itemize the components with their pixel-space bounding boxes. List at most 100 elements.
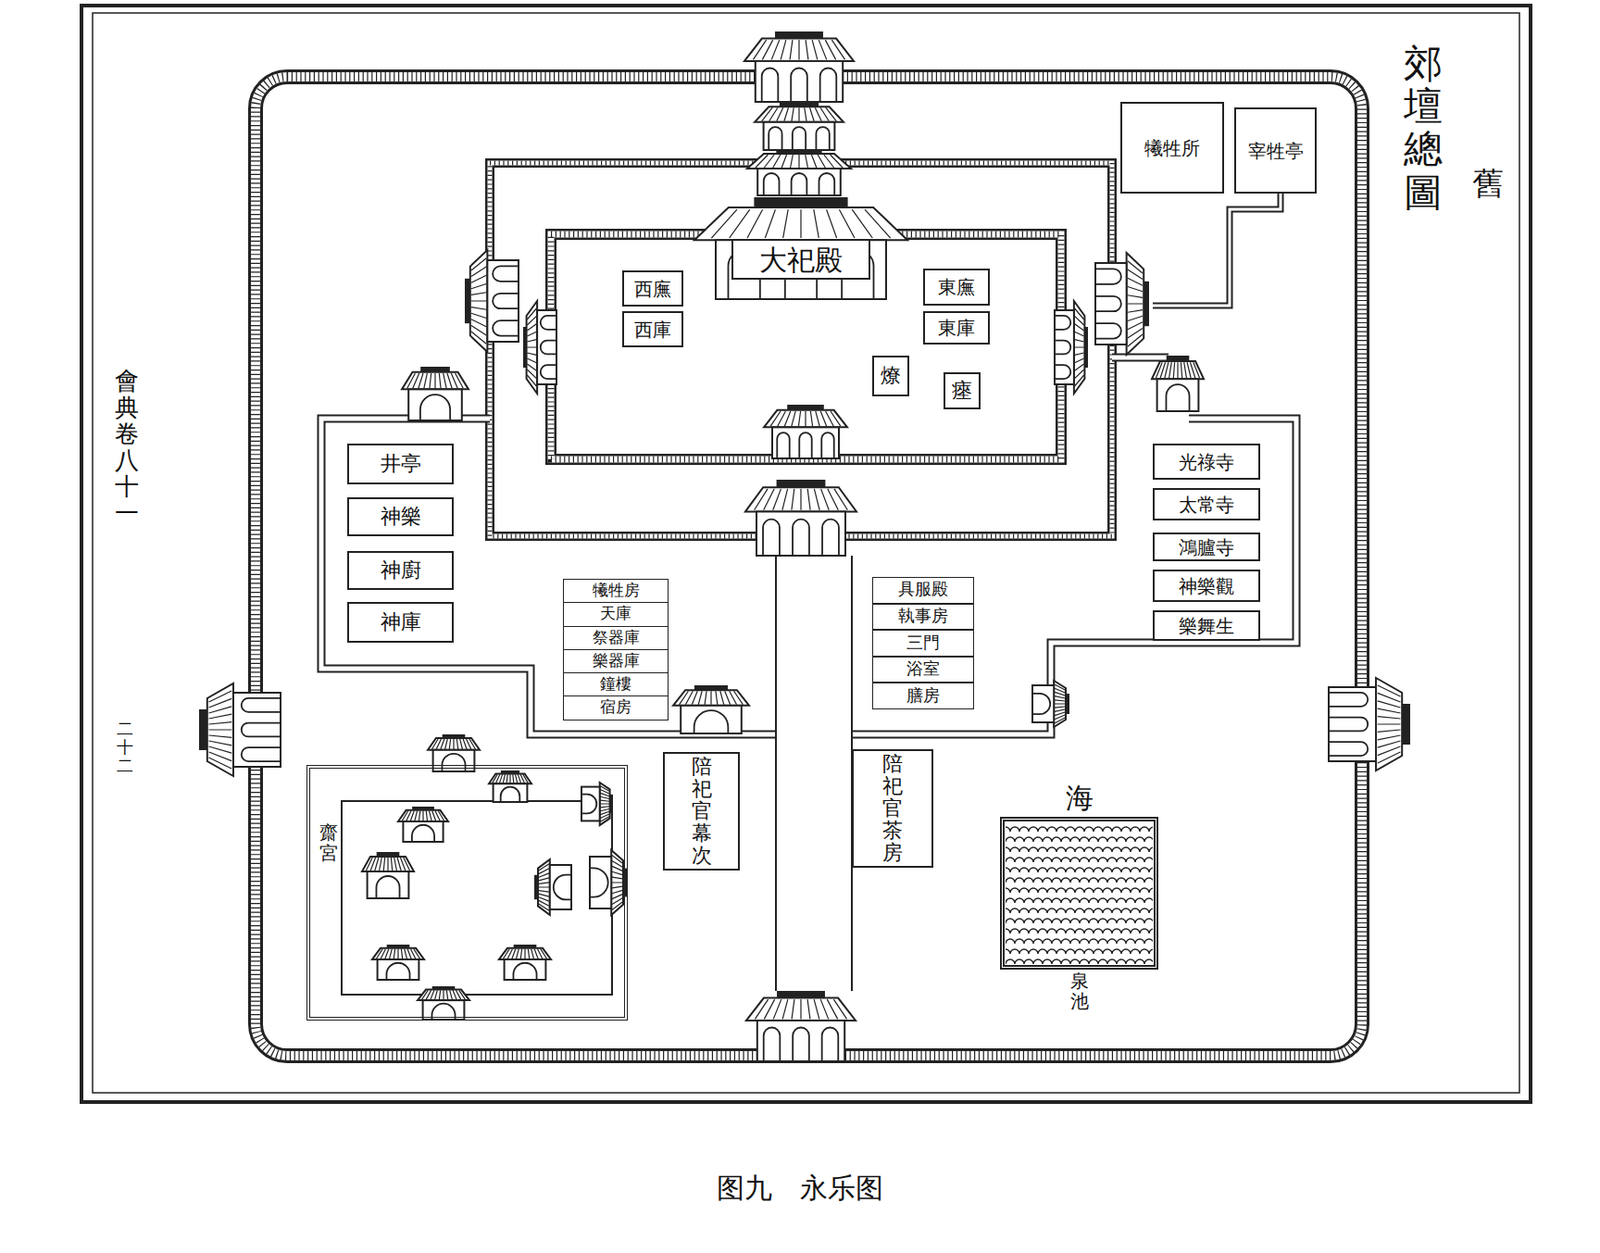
middle-wall: [489, 162, 1113, 537]
gate-roof: [499, 948, 551, 960]
gate-body: [487, 260, 519, 342]
wave-line: [1005, 928, 1153, 934]
gate-body: [493, 783, 528, 802]
gate-icon: [745, 479, 857, 556]
gate-doors: [763, 1027, 839, 1062]
wave-line: [1005, 847, 1153, 852]
map-title: 郊壇總圖: [1403, 42, 1443, 214]
gate-icon: [746, 990, 856, 1062]
gate-icon: [401, 366, 469, 421]
middle-wall-core: [489, 162, 1113, 537]
node-label: 瘞: [951, 379, 973, 402]
side-passage: [1152, 193, 1281, 306]
gate-roof: [526, 300, 538, 394]
node-label: 樂器庫: [592, 652, 640, 671]
gate-roof-tiles: [407, 373, 463, 388]
side-passage-core: [1152, 193, 1281, 306]
gate-doors: [540, 315, 557, 379]
fasting-palace-enclosure: 齋宮: [306, 764, 628, 1021]
courtyard-wall-hatch: [550, 234, 1062, 460]
node-label: 天庫: [600, 605, 632, 624]
node-label: 犧牲所: [1144, 137, 1200, 159]
gate-doors: [512, 962, 537, 980]
gate-ridge: [776, 990, 825, 999]
gate-roof-tiles: [492, 774, 529, 784]
map-frame-inner: [92, 12, 1520, 1093]
node-label: 大祀殿: [759, 244, 843, 275]
node-label: 祭器庫: [592, 629, 640, 648]
gate-roof: [207, 683, 234, 776]
gate-ridge: [1401, 703, 1411, 745]
gate-doors: [1165, 384, 1189, 412]
building-box: 光祿寺: [1152, 443, 1261, 480]
node-label: 西廡: [634, 278, 672, 300]
gate-roof: [1151, 361, 1204, 379]
gate-roof-tiles: [755, 154, 843, 168]
map-frame: [81, 5, 1531, 1102]
gate-icon: [1151, 355, 1204, 412]
wave-line: [1005, 959, 1153, 964]
gate-ridge: [775, 31, 824, 39]
wave-line: [1005, 898, 1153, 903]
gate-body: [550, 864, 572, 910]
gate-roof-tiles: [209, 690, 233, 769]
gate-body: [402, 821, 443, 842]
gate-body: [367, 871, 410, 899]
node-label: 東庫: [937, 317, 975, 338]
gate-roof-tiles: [770, 411, 841, 426]
gate-roof: [611, 850, 624, 915]
gate-roof-tiles: [375, 949, 420, 960]
gate-body: [772, 426, 839, 459]
wave-line: [1005, 918, 1153, 924]
gate-doors: [762, 519, 839, 556]
gate-roof-tiles: [401, 811, 444, 822]
wave-line: [1005, 837, 1153, 842]
tent-box: 陪祀官幕次: [662, 751, 740, 872]
node-label: 光祿寺: [1178, 451, 1235, 473]
gate-roof-tiles: [502, 949, 547, 960]
hall-sign: 大祀殿: [731, 238, 871, 280]
gate-roof-tiles: [754, 488, 849, 511]
courtyard-wall-core: [550, 234, 1062, 460]
table-row: 浴室: [872, 656, 975, 684]
altar-box: 瘞: [943, 372, 981, 410]
gate-roof-tiles: [526, 308, 537, 387]
hall-icon: [488, 770, 532, 802]
west-wing-wall-core: [321, 418, 776, 735]
gate-icon: [1054, 300, 1088, 394]
gate-roof: [673, 689, 750, 706]
gate-doors: [492, 265, 519, 336]
gate-roof-tiles: [679, 690, 744, 705]
node-label: 鴻臚寺: [1178, 537, 1235, 558]
gate-roof: [763, 410, 848, 428]
gate-body: [1032, 685, 1054, 723]
node-label: 宰牲亭: [1248, 140, 1304, 162]
node-label: 齋宮: [319, 822, 338, 863]
table-row: 三門: [872, 629, 975, 657]
wave-line: [1005, 949, 1153, 954]
gate-roof: [1053, 680, 1066, 727]
building-box: 太常寺: [1152, 487, 1261, 521]
building-box: 神樂: [347, 497, 454, 537]
gate-roof: [745, 487, 857, 512]
building-box: 井亭: [347, 443, 454, 485]
wave-line: [1005, 908, 1153, 913]
page-number: 二十二: [116, 720, 134, 775]
gate-body: [581, 787, 600, 822]
wave-line: [1005, 867, 1153, 873]
fasting-palace-inner-wall: [341, 800, 613, 995]
building-box: 西廡: [622, 270, 684, 307]
gate-roof: [401, 372, 469, 390]
gate-roof: [746, 998, 856, 1021]
gate-roof: [600, 782, 611, 825]
figure-caption: 图九 永乐图: [0, 1172, 1600, 1203]
table-row: 天庫: [562, 601, 669, 627]
gate-tower-icon: [747, 149, 851, 196]
node-label: 泉池: [1070, 970, 1089, 1012]
gate-doors: [420, 394, 450, 421]
gate-roof-tiles: [421, 989, 465, 1000]
gate-roof: [744, 38, 854, 62]
gate-body: [1328, 687, 1376, 762]
node-label: 海: [1065, 782, 1094, 813]
